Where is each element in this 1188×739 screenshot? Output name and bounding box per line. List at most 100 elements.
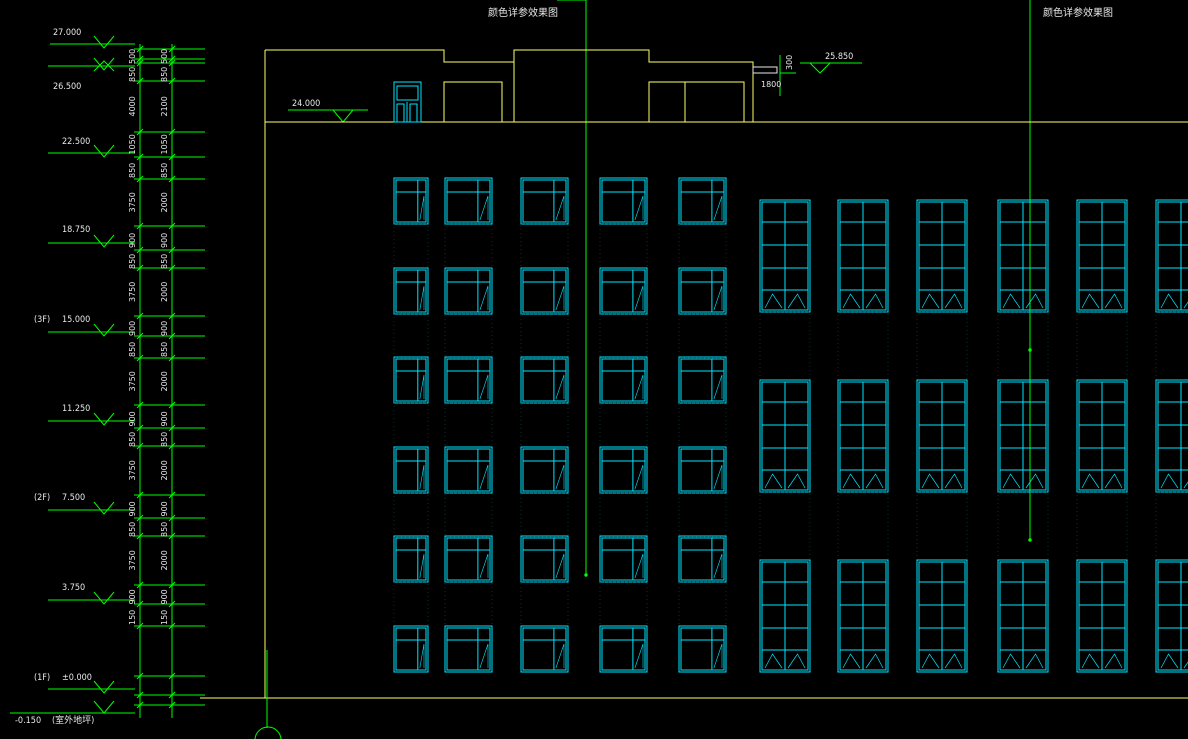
elevation-label: 26.500 (53, 82, 81, 92)
window-type-b (759, 379, 811, 561)
dimension-label-inner: 150 (160, 610, 169, 625)
roof-dim-1800: 1800 (761, 80, 781, 89)
dimension-label-outer: 3750 (128, 192, 137, 212)
window-type-a (520, 625, 569, 673)
window-type-b (837, 379, 889, 561)
dimension-label-outer: 3750 (128, 460, 137, 480)
dimension-label-outer: 4000 (128, 96, 137, 116)
floor-label: (3F) (34, 315, 50, 325)
dimension-label-inner: 2000 (160, 460, 169, 480)
dimension-label-inner: 2000 (160, 371, 169, 391)
roof-door (393, 81, 422, 123)
window-type-b (1076, 559, 1128, 673)
elevation-label: 7.500 (62, 493, 85, 503)
dimension-label-inner: 850 (160, 432, 169, 447)
dimension-label-outer: 900 (128, 411, 137, 426)
dimension-label-inner: 850 (160, 342, 169, 357)
building-outline (200, 49, 1188, 699)
dimension-label-inner: 2100 (160, 96, 169, 116)
window-type-a (393, 625, 429, 673)
dimension-label-outer: 500 (128, 49, 137, 64)
window-type-a (520, 356, 569, 448)
ground-label: (室外地坪) (52, 714, 94, 726)
window-type-a (599, 625, 648, 673)
window-type-b (1155, 559, 1188, 673)
dimension-label-outer: 3750 (128, 550, 137, 570)
dimension-label-inner: 850 (160, 163, 169, 178)
window-type-a (599, 535, 648, 627)
dimension-label-inner: 900 (160, 321, 169, 336)
dimension-label-inner: 850 (160, 254, 169, 269)
dimension-label-outer: 1050 (128, 134, 137, 154)
dimension-label-outer: 3750 (128, 282, 137, 302)
window-type-a (678, 535, 727, 627)
window-type-a (393, 356, 429, 448)
window-type-a (393, 446, 429, 538)
dimension-label-outer: 850 (128, 67, 137, 82)
window-type-a (393, 267, 429, 359)
window-type-a (599, 446, 648, 538)
elevation-label: 15.000 (62, 315, 90, 325)
window-type-a (444, 625, 493, 673)
roof-top-level: 25.850 (825, 52, 853, 62)
dimension-label-inner: 900 (160, 411, 169, 426)
dimension-lines (10, 35, 862, 718)
window-type-a (444, 535, 493, 627)
dimension-label-inner: 2000 (160, 192, 169, 212)
window-type-b (837, 559, 889, 673)
window-type-b (759, 559, 811, 673)
dimension-labels: 500 850 4000 1050 850 3750 900 850 3750 900 850 375… (128, 49, 169, 625)
dimension-label-inner: 2000 (160, 550, 169, 570)
dimension-label-outer: 900 (128, 233, 137, 248)
window-type-a (393, 535, 429, 627)
window-type-b (997, 559, 1049, 673)
dimension-label-outer: 850 (128, 254, 137, 269)
dimension-label-inner: 850 (160, 522, 169, 537)
window-type-b (1155, 379, 1188, 561)
elevation-label: -0.150 (15, 716, 41, 726)
color-note-right: 颜色详参效果图 (1043, 6, 1113, 19)
roof-dim-300: 300 (785, 55, 794, 70)
dimension-label-inner: 850 (160, 67, 169, 82)
dimension-label-outer: 900 (128, 589, 137, 604)
elevation-label: ±0.000 (62, 673, 92, 683)
dimension-label-outer: 900 (128, 501, 137, 516)
window-type-a (520, 446, 569, 538)
dimension-label-outer: 900 (128, 321, 137, 336)
window-type-b (1076, 199, 1128, 381)
window-type-a (678, 356, 727, 448)
window-type-a (678, 625, 727, 673)
elevation-label: 3.750 (62, 583, 85, 593)
window-type-b (997, 199, 1049, 381)
window-type-a (444, 356, 493, 448)
window-type-a (444, 177, 493, 269)
window-type-b (916, 199, 968, 381)
roof-parapet-level: 24.000 (292, 99, 320, 109)
elevation-label: 18.750 (62, 225, 90, 235)
window-type-b (759, 199, 811, 381)
dimension-label-inner: 2000 (160, 282, 169, 302)
window-type-a (444, 446, 493, 538)
axis-bubble (254, 650, 282, 739)
dimension-label-inner: 900 (160, 233, 169, 248)
window-type-a (393, 177, 429, 269)
floor-label: (1F) (34, 673, 50, 683)
dimension-label-outer: 850 (128, 432, 137, 447)
window-type-b (916, 559, 968, 673)
elevation-label: 11.250 (62, 404, 90, 414)
elevation-labels: 27.00026.50022.50018.75015.000(3F)11.250… (15, 28, 94, 726)
window-type-a (599, 267, 648, 359)
elevation-label: 22.500 (62, 137, 90, 147)
window-grid (393, 177, 1188, 673)
window-type-a (678, 267, 727, 359)
dimension-label-inner: 900 (160, 589, 169, 604)
note-leaders (557, 0, 1032, 577)
dimension-label-inner: 1050 (160, 134, 169, 154)
window-type-b (916, 379, 968, 561)
window-type-b (837, 199, 889, 381)
dimension-label-outer: 850 (128, 342, 137, 357)
dimension-label-outer: 150 (128, 610, 137, 625)
color-note-left: 颜色详参效果图 (488, 6, 558, 19)
window-type-a (599, 177, 648, 269)
